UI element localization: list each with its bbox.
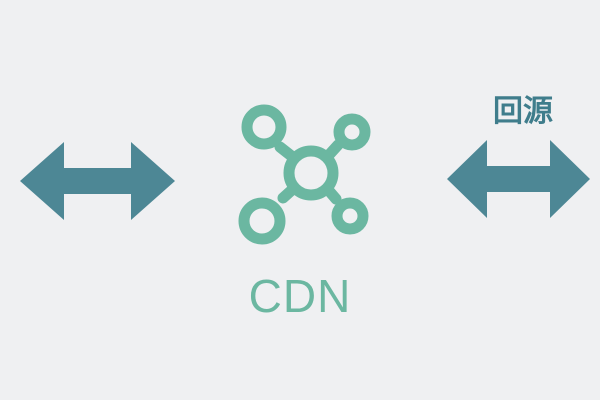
hub-node-bottom-right [331, 197, 369, 235]
cdn-network-icon [238, 104, 371, 245]
left-arrow-shape [20, 142, 175, 220]
hub-node-top-left [241, 104, 287, 150]
hub-center-node [283, 145, 339, 201]
origin-fetch-label: 回源 [493, 94, 553, 129]
hub-node-top-right [333, 113, 371, 151]
hub-link-bottom-right [324, 186, 342, 205]
hub-node-bottom-left [238, 197, 286, 245]
left-double-arrow-icon [20, 142, 175, 220]
right-double-arrow-icon [447, 140, 590, 218]
cdn-label: CDN [248, 270, 352, 322]
right-arrow-shape [447, 140, 590, 218]
